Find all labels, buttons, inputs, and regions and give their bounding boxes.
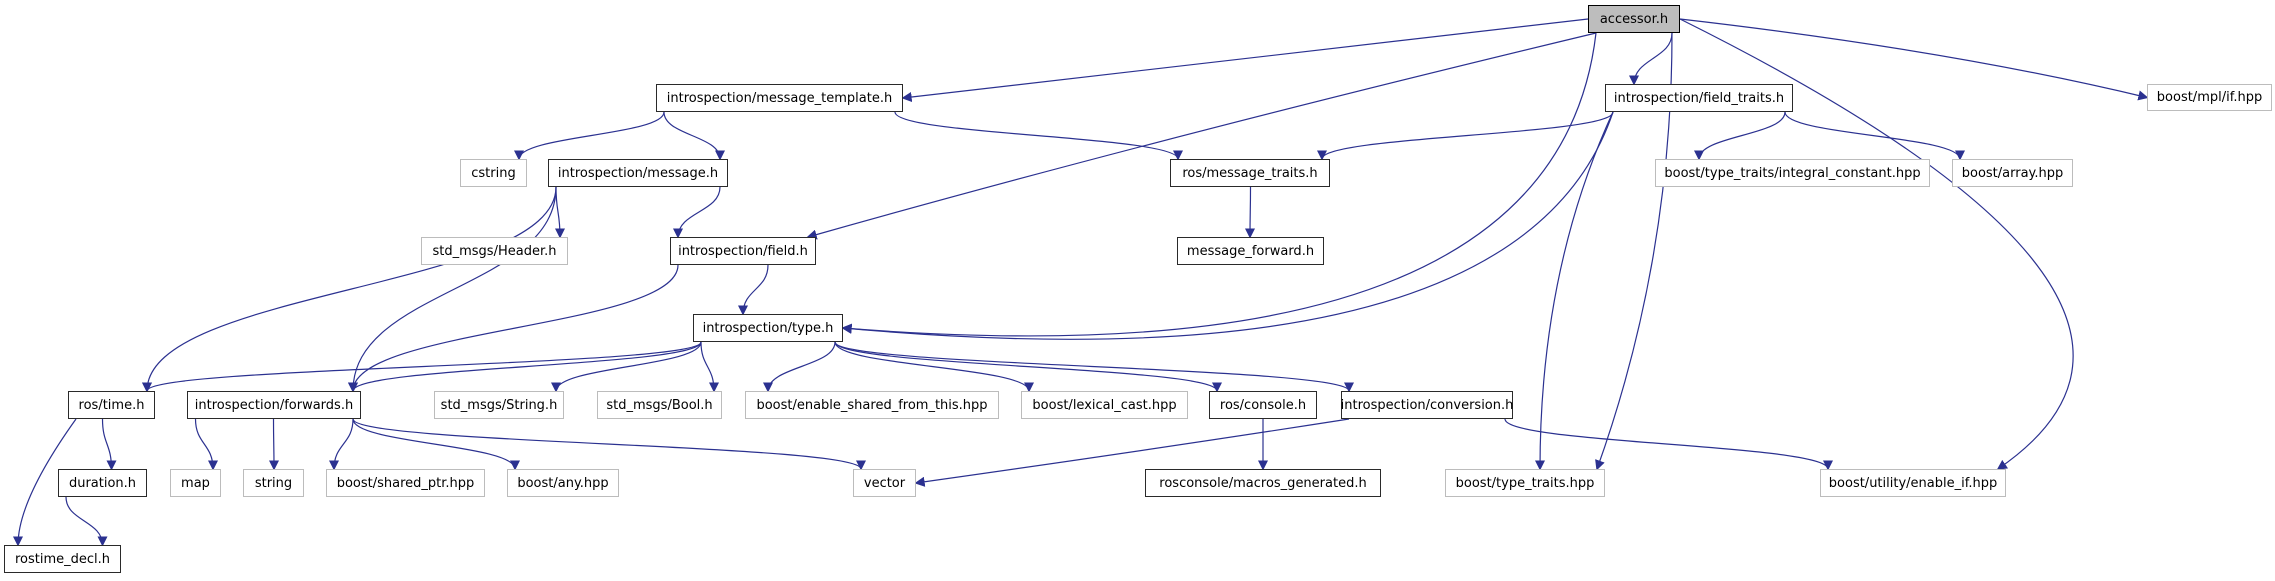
node-message_template_h[interactable]: introspection/message_template.h xyxy=(656,84,903,112)
node-time_h[interactable]: ros/time.h xyxy=(68,391,155,419)
edge-duration_h-to-rostime_decl_h xyxy=(65,496,108,547)
edge-forwards_h-to-map xyxy=(194,418,219,471)
edge-message_template_h-to-message_traits_h xyxy=(894,111,1183,161)
node-message_forward_h[interactable]: message_forward.h xyxy=(1177,237,1324,265)
node-accessor_h: accessor.h xyxy=(1588,5,1680,33)
edge-field_traits_h-to-type_h xyxy=(841,111,1614,340)
node-cstring: cstring xyxy=(460,159,527,187)
edge-message_h-to-field_h xyxy=(672,186,721,239)
edge-time_h-to-duration_h xyxy=(101,418,117,471)
node-rostime_decl_h[interactable]: rostime_decl.h xyxy=(4,545,121,573)
edge-field_traits_h-to-array_hpp xyxy=(1784,111,1966,161)
edge-forwards_h-to-any_hpp xyxy=(352,418,521,471)
edge-accessor_h-to-message_template_h xyxy=(901,18,1589,103)
edge-type_h-to-time_h xyxy=(142,341,702,393)
edge-field_traits_h-to-integral_constant_hpp xyxy=(1693,111,1786,161)
edge-field_traits_h-to-message_traits_h xyxy=(1317,111,1614,161)
edge-type_h-to-conversion_h xyxy=(834,341,1354,393)
edge-message_template_h-to-message_h xyxy=(663,111,726,161)
edge-message_h-to-forwards_h xyxy=(347,186,557,393)
edge-accessor_h-to-enable_if_hpp xyxy=(1679,18,2074,470)
node-string: string xyxy=(243,469,304,497)
edge-conversion_h-to-vector xyxy=(914,418,1350,487)
node-forwards_h[interactable]: introspection/forwards.h xyxy=(187,391,361,419)
edge-field_h-to-type_h xyxy=(737,264,769,316)
edge-message_h-to-header_h xyxy=(554,186,566,239)
node-map: map xyxy=(170,469,221,497)
edge-accessor_h-to-field_h xyxy=(806,32,1597,240)
edge-accessor_h-to-type_h xyxy=(841,32,1597,337)
node-vector: vector xyxy=(853,469,916,497)
edge-forwards_h-to-vector xyxy=(352,418,866,471)
edge-forwards_h-to-shared_ptr_hpp xyxy=(328,418,354,471)
edge-type_h-to-console_h xyxy=(834,341,1222,393)
node-message_traits_h[interactable]: ros/message_traits.h xyxy=(1170,159,1330,187)
node-array_hpp: boost/array.hpp xyxy=(1952,159,2073,187)
node-string_msg_h: std_msgs/String.h xyxy=(434,391,564,419)
node-shared_ptr_hpp: boost/shared_ptr.hpp xyxy=(326,469,485,497)
node-any_hpp: boost/any.hpp xyxy=(507,469,619,497)
edge-message_traits_h-to-message_forward_h xyxy=(1244,186,1256,239)
edge-type_h-to-bool_msg_h xyxy=(700,341,720,393)
edge-type_h-to-enable_shared_hpp xyxy=(762,341,836,393)
edge-message_h-to-time_h xyxy=(141,186,557,393)
node-console_h[interactable]: ros/console.h xyxy=(1209,391,1317,419)
edge-accessor_h-to-field_traits_h xyxy=(1628,32,1673,86)
node-conversion_h[interactable]: introspection/conversion.h xyxy=(1341,391,1513,419)
node-lexical_cast_hpp: boost/lexical_cast.hpp xyxy=(1021,391,1188,419)
node-header_h: std_msgs/Header.h xyxy=(421,237,568,265)
edge-accessor_h-to-mpl_if_hpp xyxy=(1679,18,2149,101)
edge-type_h-to-lexical_cast_hpp xyxy=(834,341,1035,393)
edge-message_template_h-to-cstring xyxy=(513,111,665,161)
edge-time_h-to-rostime_decl_h xyxy=(12,418,77,547)
node-type_h[interactable]: introspection/type.h xyxy=(693,314,843,342)
node-duration_h[interactable]: duration.h xyxy=(58,469,147,497)
node-field_traits_h[interactable]: introspection/field_traits.h xyxy=(1605,84,1793,112)
edge-field_traits_h-to-type_traits_hpp xyxy=(1534,111,1614,471)
node-enable_shared_hpp: boost/enable_shared_from_this.hpp xyxy=(745,391,999,419)
edge-forwards_h-to-string xyxy=(268,418,280,471)
edge-field_h-to-forwards_h xyxy=(347,264,679,393)
node-message_h[interactable]: introspection/message.h xyxy=(548,159,728,187)
node-macros_generated_h[interactable]: rosconsole/macros_generated.h xyxy=(1145,469,1381,497)
edge-conversion_h-to-enable_if_hpp xyxy=(1504,418,1833,471)
node-bool_msg_h: std_msgs/Bool.h xyxy=(597,391,722,419)
node-integral_constant_hpp: boost/type_traits/integral_constant.hpp xyxy=(1655,159,1930,187)
edge-type_h-to-string_msg_h xyxy=(550,341,702,393)
node-mpl_if_hpp: boost/mpl/if.hpp xyxy=(2147,84,2272,111)
node-type_traits_hpp: boost/type_traits.hpp xyxy=(1445,469,1605,497)
node-enable_if_hpp: boost/utility/enable_if.hpp xyxy=(1820,469,2006,497)
edge-type_h-to-forwards_h xyxy=(348,341,702,393)
node-field_h[interactable]: introspection/field.h xyxy=(670,237,816,265)
